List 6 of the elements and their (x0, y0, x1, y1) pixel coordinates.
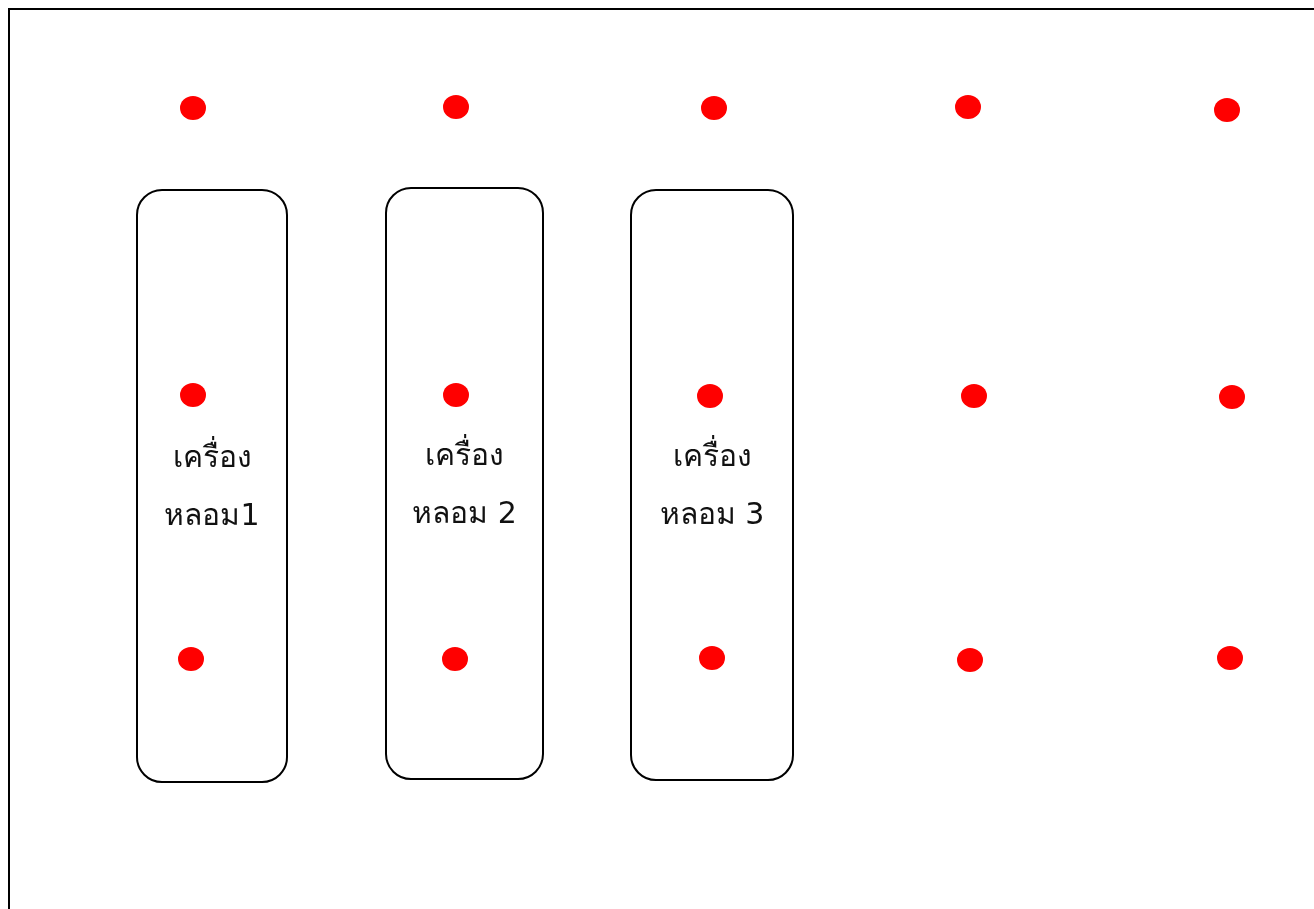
machine-label: เครื่องหลอม1 (157, 428, 267, 544)
machine-box (385, 187, 544, 780)
machine-label: เครื่องหลอม 2 (411, 433, 518, 532)
machine-label: เครื่องหลอม 3 (657, 427, 767, 543)
machine-box (136, 189, 288, 783)
machine-box (630, 189, 794, 781)
